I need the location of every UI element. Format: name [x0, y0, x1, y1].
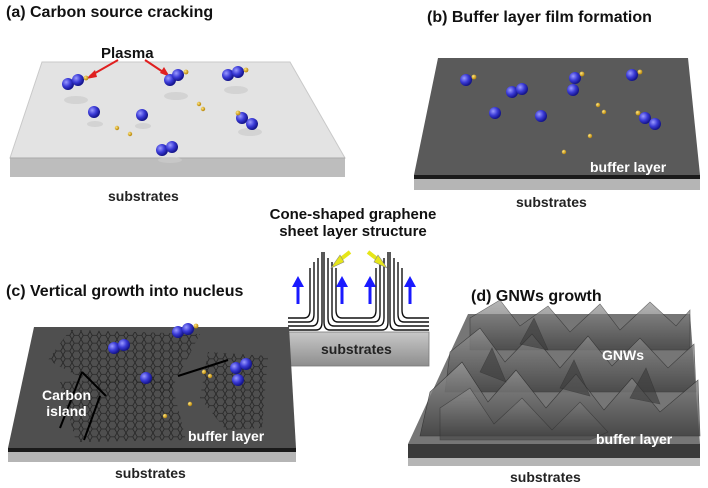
panel-b-title: (b) Buffer layer film formation	[427, 9, 652, 26]
panel-c-title: (c) Vertical growth into nucleus	[6, 283, 244, 300]
center-title: Cone-shaped graphene sheet layer structu…	[263, 206, 443, 240]
panel-b-molecules	[460, 69, 661, 155]
carbon-island-label: Carbon island	[42, 387, 91, 419]
carbon-island-pointers	[59, 359, 229, 441]
panel-c-caption: substrates	[115, 465, 186, 481]
carbon-islands	[48, 330, 268, 442]
panel-a-title: (a) Carbon source cracking	[6, 4, 214, 21]
carbon-island-label-line1: Carbon	[42, 387, 91, 403]
gnws-label: GNWs	[602, 347, 644, 363]
carbon-island-label-line2: island	[46, 403, 87, 419]
panel-c-molecules	[108, 323, 252, 419]
panel-b-layer-label: buffer layer	[590, 159, 667, 175]
center-substrate-label: substrates	[321, 341, 392, 357]
panel-d-title: (d) GNWs growth	[471, 288, 602, 305]
growth-arrows	[292, 276, 416, 304]
panel-a-caption: substrates	[108, 188, 179, 204]
pointer-arrows	[330, 250, 388, 269]
panel-b-substrate	[414, 58, 700, 190]
plasma-arrows	[86, 59, 170, 79]
panel-d-layer-label: buffer layer	[596, 431, 673, 447]
panel-d-caption: substrates	[510, 469, 581, 485]
center-substrate	[287, 331, 430, 367]
panel-b-caption: substrates	[516, 194, 587, 210]
center-title-line2: sheet layer structure	[279, 223, 427, 240]
center-title-line1: Cone-shaped graphene	[269, 206, 437, 223]
panel-c-layer-label: buffer layer	[188, 428, 265, 444]
plasma-label: Plasma	[101, 45, 154, 62]
panel-a-substrate	[9, 61, 346, 177]
graphene-nanowalls	[419, 299, 701, 441]
panel-a-molecules	[62, 66, 262, 163]
cone-graphene-sheets	[288, 252, 429, 331]
